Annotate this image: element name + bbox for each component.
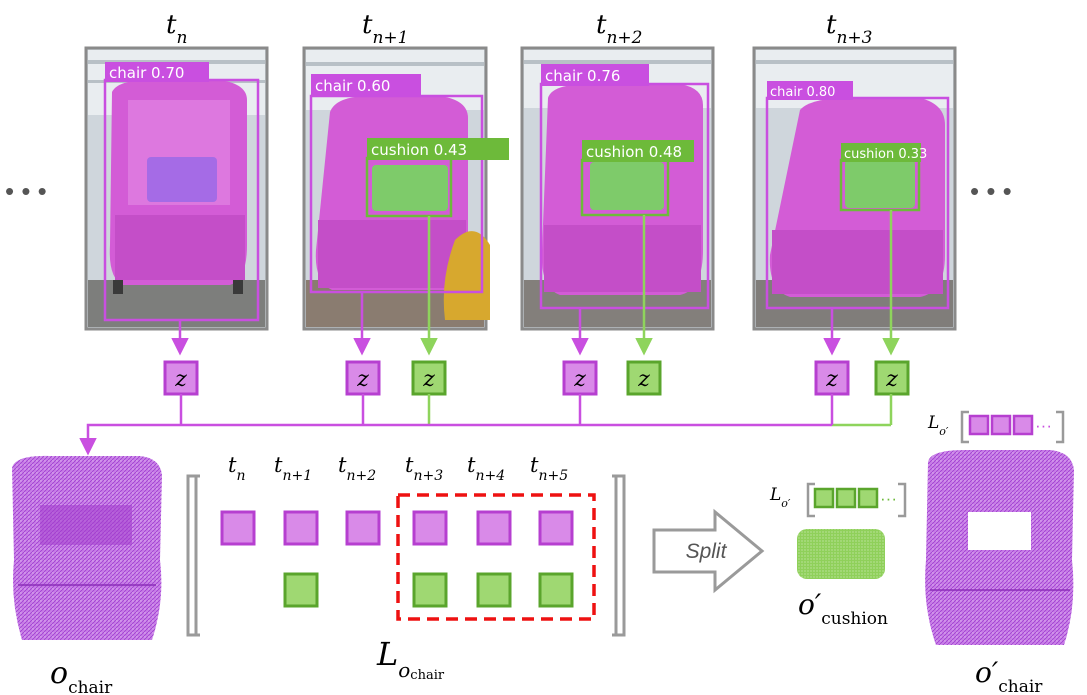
list-cushion-entry-1 bbox=[283, 572, 319, 608]
list-chair-entry-1 bbox=[283, 510, 319, 546]
list-chair-entry-2 bbox=[345, 510, 381, 546]
cushion-image-2 bbox=[590, 162, 664, 210]
frame-time-label-3: tn+3 bbox=[826, 10, 872, 48]
list-chair-entry-3 bbox=[412, 510, 448, 546]
list-col-label-0: tn bbox=[228, 453, 245, 484]
chair-list-ellipsis: ··· bbox=[1035, 416, 1052, 435]
list-col-label-4: tn+4 bbox=[467, 453, 505, 484]
chair-detection-label-0: chair 0.70 bbox=[109, 64, 184, 82]
cushion-image-3 bbox=[845, 160, 915, 208]
list-chair-entry-5 bbox=[538, 510, 574, 546]
ellipsis-left: • • • bbox=[5, 176, 47, 206]
obj-chair-label: ochair bbox=[50, 656, 113, 695]
latent-z-2-chair: z bbox=[562, 360, 598, 396]
obj-cushion-new-label: o′cushion bbox=[798, 588, 888, 629]
list-col-label-2: tn+2 bbox=[338, 453, 376, 484]
latent-z-3-cushion: z bbox=[874, 360, 910, 396]
frame-time-label-2: tn+2 bbox=[596, 10, 642, 48]
frame-time-label-1: tn+1 bbox=[362, 10, 408, 48]
chair-bbox-3 bbox=[765, 96, 950, 310]
svg-text:z: z bbox=[174, 367, 187, 392]
chair-detection-label-2: chair 0.76 bbox=[545, 67, 620, 85]
frame-time-label-0: tn bbox=[166, 10, 187, 48]
obj-chair-new-label: o′chair bbox=[975, 656, 1043, 695]
svg-text:z: z bbox=[573, 367, 586, 392]
split-label: Split bbox=[686, 540, 728, 563]
svg-text:z: z bbox=[356, 367, 369, 392]
frame-0: chair 0.70 bbox=[84, 46, 269, 331]
cushion-image-1 bbox=[372, 165, 448, 211]
latent-z-3-chair: z bbox=[814, 360, 850, 396]
chair-list: Lo′ ··· bbox=[927, 410, 1065, 444]
cushion-image-0 bbox=[147, 157, 217, 202]
list-col-label-5: tn+5 bbox=[530, 453, 568, 484]
list-cushion-entries bbox=[283, 572, 574, 608]
list-chair-entries bbox=[220, 510, 574, 546]
latent-z-2-cushion: z bbox=[626, 360, 662, 396]
latent-z-1-cushion: z bbox=[411, 360, 447, 396]
list-cushion-entry-4 bbox=[476, 572, 512, 608]
latent-z-1-chair: z bbox=[345, 360, 381, 396]
frame-to-latent-arrows bbox=[171, 210, 900, 356]
plant-image-1 bbox=[443, 231, 490, 320]
list-label: Lochair bbox=[376, 635, 445, 683]
aggregation-lines bbox=[79, 394, 893, 456]
svg-text:z: z bbox=[422, 367, 435, 392]
list-col-label-3: tn+3 bbox=[405, 453, 443, 484]
list-cushion-entry-5 bbox=[538, 572, 574, 608]
svg-text:z: z bbox=[825, 367, 838, 392]
chair-detection-label-3: chair 0.80 bbox=[770, 85, 835, 100]
chair-point-cloud bbox=[12, 455, 162, 640]
cushion-detection-label-2: cushion 0.48 bbox=[586, 143, 682, 161]
list-chair-entry-4 bbox=[476, 510, 512, 546]
cushion-list: Lo′ ··· bbox=[769, 482, 907, 518]
split-highlight-box bbox=[396, 493, 596, 621]
frame-3: chair 0.80 cushion 0.33 bbox=[752, 46, 957, 331]
ellipsis-right: • • • bbox=[970, 176, 1012, 206]
new-chair-point-cloud bbox=[925, 450, 1074, 645]
list-bracket bbox=[186, 474, 626, 637]
frame-2: chair 0.76 cushion 0.48 bbox=[520, 46, 715, 331]
cushion-list-ellipsis: ··· bbox=[880, 489, 897, 508]
list-cushion-entry-3 bbox=[412, 572, 448, 608]
cushion-detection-label-3: cushion 0.33 bbox=[844, 147, 927, 162]
list-column-labels: tn tn+1 tn+2 tn+3 tn+4 tn+5 bbox=[228, 453, 568, 484]
cushion-detection-label-1: cushion 0.43 bbox=[371, 141, 467, 159]
chair-detection-label-1: chair 0.60 bbox=[315, 77, 390, 95]
cushion-point-cloud bbox=[797, 529, 885, 579]
cushion-list-label: Lo′ bbox=[769, 485, 791, 510]
latent-z-0: z bbox=[163, 360, 199, 396]
list-chair-entry-0 bbox=[220, 510, 256, 546]
list-col-label-1: tn+1 bbox=[274, 453, 312, 484]
split-arrow: Split bbox=[652, 508, 765, 594]
svg-text:z: z bbox=[637, 367, 650, 392]
svg-text:z: z bbox=[885, 367, 898, 392]
chair-list-label: Lo′ bbox=[927, 413, 949, 438]
frame-1: chair 0.60 cushion 0.43 bbox=[302, 46, 509, 331]
